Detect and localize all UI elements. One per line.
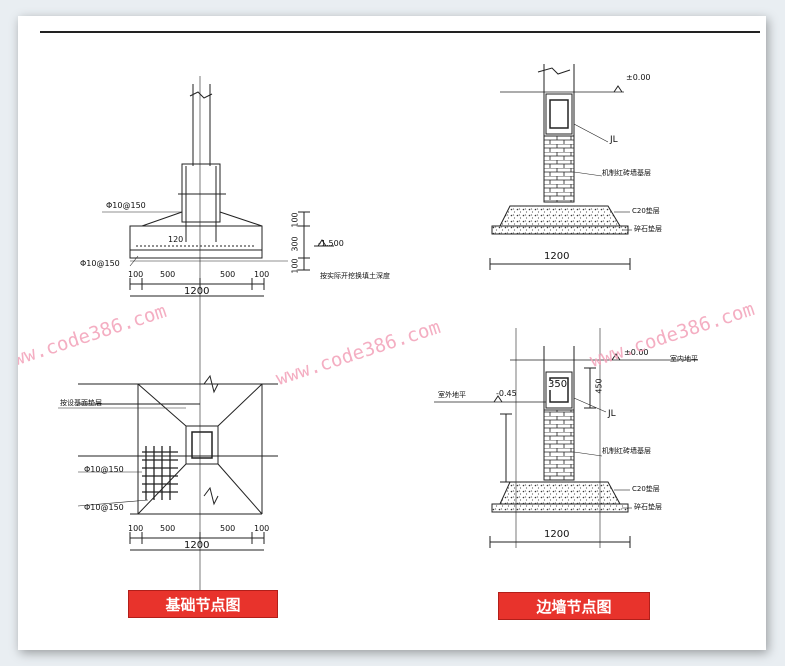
cad-drawing (58, 64, 698, 616)
dim-350: 350 (548, 379, 568, 390)
c20-label-top: C20垫层 (632, 207, 660, 215)
v-dim-100-top: 100 (290, 212, 300, 228)
dim-450: 450 (594, 378, 604, 394)
rebar-label-plan-a: Φ10@150 (84, 465, 124, 474)
rebar-label-top: Φ10@150 (106, 201, 146, 210)
rebar-label-plan-b: Φ10@150 (84, 503, 124, 512)
plan-dim-1200: 1200 (184, 540, 210, 551)
plan-dim-100-right: 100 (254, 524, 270, 533)
plan-dim-100-left: 100 (128, 524, 144, 533)
dim-1200-wall-top: 1200 (544, 251, 570, 262)
v-dim-100-bot: 100 (290, 258, 300, 274)
plan-dim-500-left: 500 (160, 524, 176, 533)
wall-section-top (489, 64, 632, 270)
elev-zero-top: ±0.00 (626, 73, 651, 82)
dim-100-right: 100 (254, 270, 270, 279)
brick-wall-label-bottom: 机制红砖墙基层 (602, 447, 651, 455)
rebar-label-side: Φ10@150 (80, 259, 120, 268)
indoor-floor-label: 室内地平 (670, 355, 698, 363)
elevation-minus-1500: -1.500 (318, 239, 344, 248)
brick-wall-label-top: 机制红砖墙基层 (602, 169, 651, 177)
wall-section-bottom (434, 328, 698, 548)
dim-500-right: 500 (220, 270, 236, 279)
caption-edge-wall-node: 边墙节点图 (498, 592, 650, 620)
elev-zero-bottom: ±0.00 (624, 348, 649, 357)
outdoor-floor-label: 室外地平 (438, 391, 466, 399)
footing-elevation (102, 76, 334, 616)
v-dim-300: 300 (290, 236, 300, 252)
elev-minus-045: -0.45 (496, 389, 517, 398)
jl-label-top: JL (610, 135, 618, 145)
gravel-label-top: 碎石垫层 (634, 225, 662, 233)
note-soil-replacement: 按实际开挖换填土深度 (320, 272, 390, 280)
c20-label-bottom: C20垫层 (632, 485, 660, 493)
footing-plan (58, 374, 278, 551)
dim-1200-elev: 1200 (184, 286, 210, 297)
caption-foundation-node: 基础节点图 (128, 590, 278, 618)
drawing-frame: Φ10@150 120 Φ10@150 100 500 500 100 1200… (18, 16, 766, 650)
dim-100-left: 100 (128, 270, 144, 279)
dim-500-left: 500 (160, 270, 176, 279)
plan-dim-500-right: 500 (220, 524, 236, 533)
gravel-label-bottom: 碎石垫层 (634, 503, 662, 511)
dim-120: 120 (168, 235, 184, 244)
dim-1200-wall-bottom: 1200 (544, 529, 570, 540)
frame-top-rule (40, 31, 760, 33)
note-pad-base: 按设基面垫层 (60, 399, 102, 407)
jl-label-bottom: JL (608, 409, 616, 419)
